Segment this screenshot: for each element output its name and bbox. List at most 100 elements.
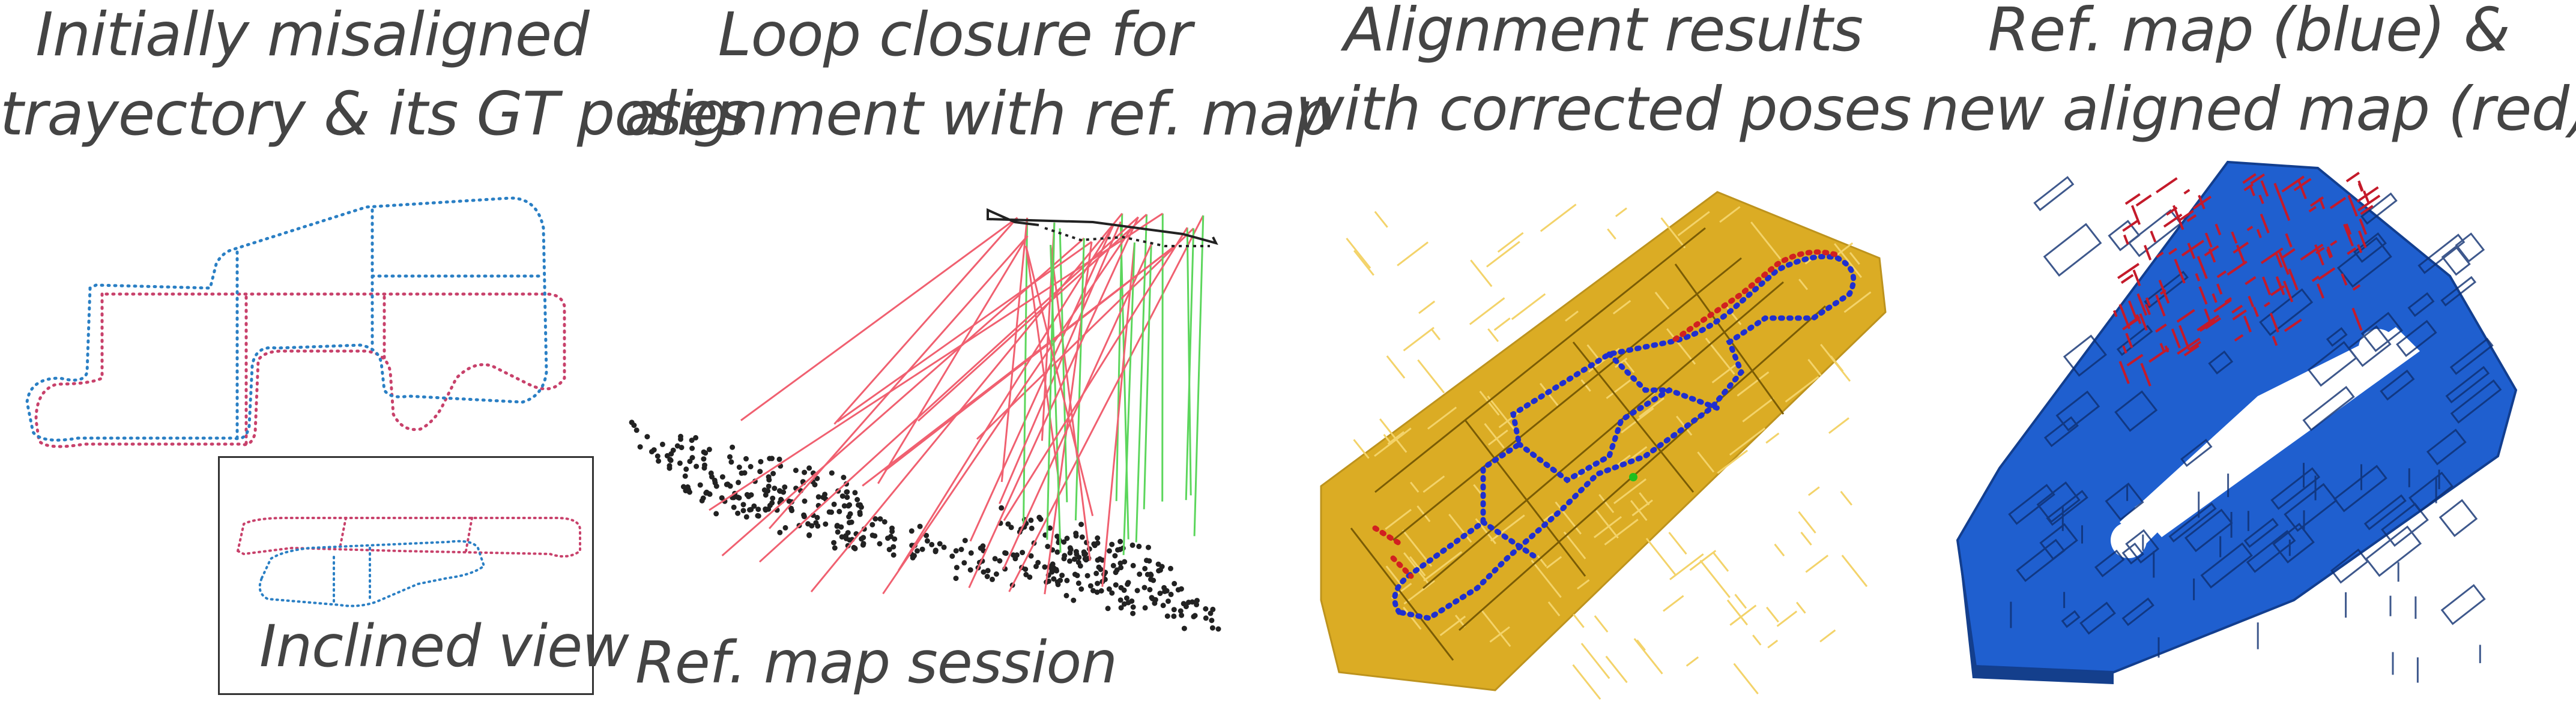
ref-map-point — [1084, 573, 1090, 579]
map-streak — [1752, 634, 1762, 646]
ref-map-point — [1072, 571, 1078, 577]
new-map-segment — [2260, 247, 2284, 264]
ref-map-point — [1109, 590, 1115, 596]
map-streak — [1819, 629, 1836, 643]
map-streak — [1630, 500, 1648, 522]
ref-map-point — [992, 556, 998, 562]
ref-map-point — [1171, 613, 1177, 619]
map-streak — [1539, 382, 1560, 408]
ref-map-building — [2114, 390, 2158, 432]
new-map-segment — [2329, 197, 2347, 209]
ref-map-building — [2438, 499, 2478, 537]
ref-map-point — [1078, 522, 1084, 528]
ref-map-point — [1171, 607, 1177, 613]
new-map-segment — [2120, 274, 2134, 284]
map-streak — [1410, 481, 1420, 493]
corrected-trajectory — [1392, 254, 1857, 621]
new-map-segment — [2246, 226, 2254, 232]
map-streak — [1636, 639, 1646, 651]
map-streak — [1796, 601, 1806, 614]
ref-map-point — [686, 488, 692, 494]
ref-map-point — [731, 504, 737, 510]
ref-map-point — [1093, 570, 1099, 576]
ref-map-point — [1164, 613, 1170, 619]
ref-map-point — [835, 529, 841, 535]
ref-map-point — [767, 456, 773, 462]
ref-map-point — [1027, 574, 1033, 580]
ref-map-point — [655, 453, 661, 459]
new-map-segment — [2212, 293, 2218, 303]
ref-map-point — [1105, 606, 1111, 612]
ref-map-point — [1134, 588, 1140, 594]
new-map-segment — [2130, 205, 2141, 225]
map-streak — [1805, 555, 1829, 573]
map-streak — [1729, 427, 1766, 456]
map-streak — [1615, 207, 1627, 217]
map-streak — [1385, 508, 1412, 530]
ref-map-point — [1186, 600, 1191, 606]
map-streak — [1798, 511, 1816, 534]
ref-map-point — [985, 568, 991, 574]
new-aligned-map — [2112, 172, 2381, 387]
aligned-map-with-poses — [1320, 191, 1887, 700]
ref-map-point — [836, 508, 842, 514]
ref-map-point — [782, 484, 788, 490]
rejected-link — [1000, 217, 1029, 483]
ref-map-point — [997, 558, 1003, 564]
ref-map-point — [1072, 556, 1077, 562]
map-streak — [1624, 360, 1635, 373]
ref-map-building — [2380, 369, 2415, 401]
ref-map-point — [1179, 612, 1185, 618]
panel-ref-and-new-map: Ref. map (blue) & new aligned map (red) — [1921, 0, 2576, 701]
map-streak — [1486, 241, 1520, 268]
ref-map-point — [743, 456, 749, 462]
map-streak — [1828, 417, 1849, 434]
map-streak — [1353, 439, 1370, 459]
title-line-2: alignment with ref. map — [624, 79, 1334, 149]
ref-map-point — [1130, 562, 1136, 568]
ref-map-point — [757, 469, 763, 475]
rejected-link — [862, 245, 1176, 487]
ref-map-point — [885, 535, 890, 541]
ref-map-building — [2094, 549, 2125, 577]
ref-map-point — [941, 544, 947, 550]
ref-map-point — [1144, 571, 1150, 577]
ref-map-point — [763, 492, 769, 498]
ref-map-point — [697, 482, 703, 488]
ref-map-point — [637, 444, 643, 450]
ref-map-point — [829, 470, 835, 476]
new-map-segment — [2242, 173, 2257, 184]
ref-map-point — [1067, 550, 1073, 556]
rejected-link — [1050, 245, 1091, 561]
map-streak — [1416, 505, 1431, 523]
ref-map-point — [822, 492, 828, 498]
ref-map-point — [919, 546, 925, 552]
map-streak — [1785, 376, 1819, 403]
panel-title: Ref. map (blue) & new aligned map (red) — [1921, 0, 2576, 149]
new-map-segment — [2216, 283, 2223, 295]
ref-map-point — [806, 532, 812, 538]
ref-map-point — [823, 521, 829, 527]
new-map-segment — [2276, 277, 2283, 289]
ref-map-building — [2336, 236, 2392, 288]
ref-map-point — [1054, 549, 1060, 555]
ref-map-point — [766, 506, 772, 512]
ref-map-point — [815, 494, 821, 500]
new-map-segment — [2128, 300, 2137, 319]
ref-map-point — [682, 473, 688, 479]
map-streak — [1798, 278, 1809, 290]
map-streak — [1689, 550, 1717, 571]
ref-map-caption: Ref. map session — [635, 629, 1117, 696]
new-map-segment — [2260, 180, 2269, 197]
new-map-segment — [2359, 218, 2368, 235]
new-map-segment — [2192, 196, 2212, 210]
ref-map-point — [701, 465, 707, 471]
ref-map-point — [667, 465, 673, 471]
ref-map-point — [713, 483, 719, 489]
ref-map-point — [841, 503, 847, 509]
ref-map-point — [649, 449, 655, 455]
ref-map-point — [852, 490, 858, 496]
new-map-segment — [2195, 273, 2201, 281]
new-map-segment — [2155, 294, 2166, 317]
map-streak — [1511, 293, 1546, 320]
